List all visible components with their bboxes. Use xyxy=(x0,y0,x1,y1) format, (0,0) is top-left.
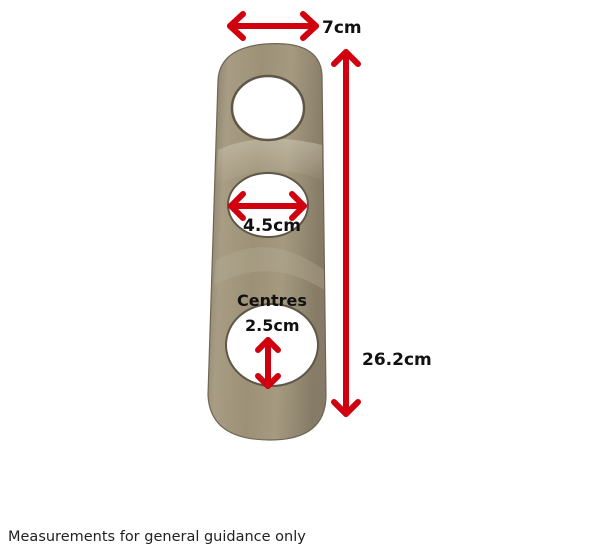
width-arrow xyxy=(227,11,319,41)
length-arrow xyxy=(331,49,361,417)
width-label: 7cm xyxy=(322,18,362,38)
steel-body xyxy=(207,42,327,441)
hole-diameter-arrow xyxy=(228,191,307,221)
centres-arrow xyxy=(255,337,281,389)
length-label: 26.2cm xyxy=(362,350,432,370)
centres-label: Centres xyxy=(237,291,307,310)
hole-diameter-label: 4.5cm xyxy=(243,216,301,236)
centres-value-label: 2.5cm xyxy=(245,316,300,335)
disclaimer-caption: Measurements for general guidance only xyxy=(8,529,306,545)
